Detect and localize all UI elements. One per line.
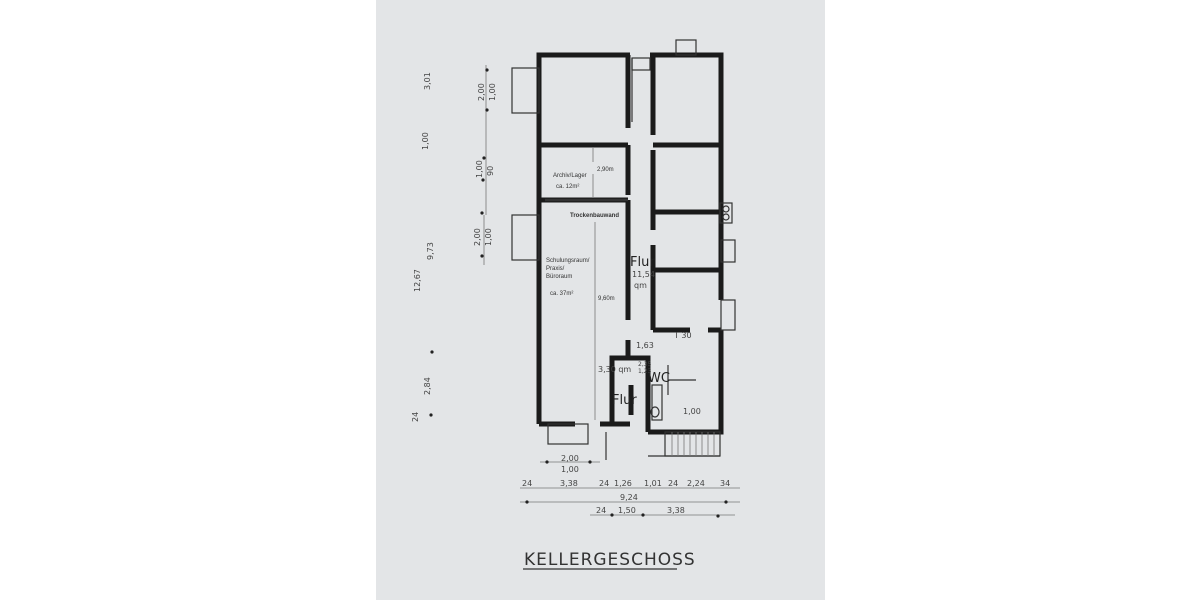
dim-left-2: 1,00	[488, 83, 497, 101]
dim-left-9: 2,84	[423, 377, 432, 395]
window-width: 2,00	[561, 454, 579, 463]
corridor-unit: qm	[634, 281, 647, 290]
dim-bottom-4: 1,01	[644, 479, 662, 488]
dim-left-8: 12,67	[413, 269, 422, 292]
dim-left-3: 1,00	[475, 160, 484, 178]
dim-left-1: 2,00	[477, 83, 486, 101]
dim-bottom-7: 34	[720, 479, 730, 488]
dim-bottom-6: 2,24	[687, 479, 705, 488]
left-dimensions: 3,01 2,00 1,00 1,00 90 2,00 1,00 9,73 12…	[411, 65, 497, 422]
dim-bottom2-1: 1,50	[618, 506, 636, 515]
drywall-label: Trockenbauwand	[570, 213, 619, 219]
dim-left-5: 2,00	[473, 228, 482, 246]
walls	[536, 52, 724, 435]
corridor-label: Flur	[630, 255, 655, 270]
paper-sheet	[376, 0, 825, 600]
details	[511, 39, 736, 460]
bottom-dimensions: 2,00 1,00 24 3,38 24 1,26 1,01 24 2,24 3…	[520, 454, 740, 518]
corridor-width: 1,63	[636, 341, 654, 350]
dim-bottom-1: 3,38	[560, 479, 578, 488]
lower-corridor-area: 3,30 qm	[598, 365, 631, 374]
stairs	[671, 432, 715, 456]
dim-left-6: 1,00	[484, 228, 493, 246]
stair-width: 1,00	[683, 407, 701, 416]
lower-corridor-label: Flur	[612, 393, 637, 408]
training-label-2: Praxis/	[546, 266, 565, 272]
dim-left-0: 3,01	[423, 72, 432, 90]
window-sill: 1,00	[561, 465, 579, 474]
dim-left-10: 24	[411, 412, 420, 422]
wc-label: WC	[648, 371, 670, 386]
archive-label: Archiv/Lager	[553, 173, 587, 179]
t30-label: T 30	[673, 331, 692, 340]
wc-dim: 2,35	[638, 361, 652, 368]
training-label-3: Büroraum	[546, 274, 572, 280]
plan-title: KELLERGESCHOSS	[524, 550, 696, 570]
corridor-area: 11,54	[632, 270, 655, 279]
dim-bottom-0: 24	[522, 479, 532, 488]
dim-bottom-5: 24	[668, 479, 678, 488]
dim-bottom2-0: 24	[596, 506, 606, 515]
training-length: 9,60m	[598, 296, 615, 302]
archive-area: ca. 12m²	[556, 184, 579, 190]
dim-left-4: 90	[486, 166, 495, 176]
training-area: ca. 37m²	[550, 291, 573, 297]
dim-left-11: 1,00	[421, 132, 430, 150]
training-label-1: Schulungsraum/	[546, 258, 590, 264]
archive-height: 2,90m	[597, 167, 614, 173]
dim-bottom-3: 1,26	[614, 479, 632, 488]
wc-dim2: 1,23	[638, 368, 652, 375]
dim-bottom-2: 24	[599, 479, 609, 488]
dim-total: 9,24	[620, 493, 638, 502]
dim-bottom2-2: 3,38	[667, 506, 685, 515]
dim-left-7: 9,73	[426, 242, 435, 260]
